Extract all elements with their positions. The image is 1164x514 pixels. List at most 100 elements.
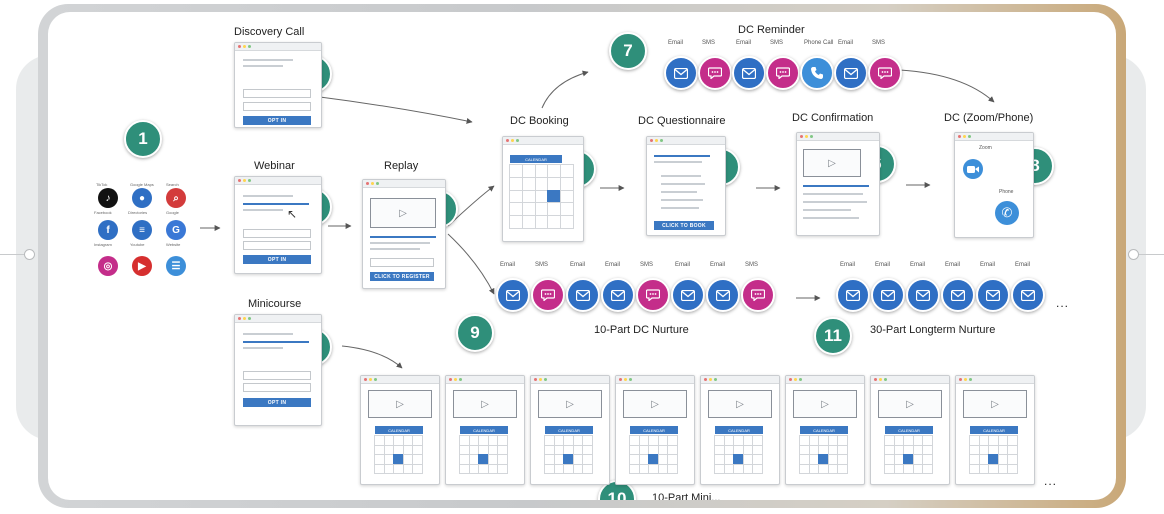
phone-icon[interactable]: ✆ <box>995 201 1019 225</box>
arrow-replay-nurture <box>447 233 495 295</box>
lesson-calendar-grid[interactable] <box>884 435 933 474</box>
traffic-sources-grid: TikTok ♪ Google Maps ● Search ⌕ Facebook… <box>94 182 194 280</box>
reminder-step-label: Email <box>838 40 854 46</box>
source-label-google-maps: Google Maps <box>130 182 154 187</box>
email-icon <box>732 56 766 90</box>
webinar-title: Webinar <box>254 160 295 172</box>
lesson-calendar-header: CALENDAR <box>800 426 848 434</box>
nurture-step-label: Email <box>605 262 621 268</box>
lesson-calendar-header: CALENDAR <box>545 426 593 434</box>
dc-zoom-phone-title: DC (Zoom/Phone) <box>944 112 1034 124</box>
replay-video-play-icon[interactable]: ▷ <box>370 198 436 228</box>
badge-7: 7 <box>609 32 647 70</box>
longterm-step-label: Email <box>980 262 996 268</box>
lesson-play-icon[interactable]: ▷ <box>368 390 432 418</box>
booking-calendar-grid[interactable] <box>509 164 574 229</box>
dc-reminder-title: DC Reminder <box>738 24 805 36</box>
minicourse-lesson-page[interactable]: ▷ CALENDAR <box>955 375 1035 485</box>
discovery-opt-in-button[interactable]: OPT IN <box>243 116 311 125</box>
nurture-step-label: Email <box>675 262 691 268</box>
zoom-label: Zoom <box>979 145 992 151</box>
youtube-icon: ▶ <box>132 256 152 276</box>
screen: 1 2 3 4 5 6 7 8 9 10 11 12 13 TikTok ♪ G… <box>48 12 1116 500</box>
email-icon <box>976 278 1010 312</box>
replay-register-button[interactable]: CLICK TO REGISTER <box>370 272 434 281</box>
sms-icon <box>868 56 902 90</box>
nurture-step-label: SMS <box>745 262 759 268</box>
phone-icon <box>800 56 834 90</box>
replay-page: ▷ CLICK TO REGISTER <box>362 179 446 289</box>
sms-icon <box>698 56 732 90</box>
minicourse-lesson-page[interactable]: ▷ CALENDAR <box>700 375 780 485</box>
lesson-calendar-grid[interactable] <box>374 435 423 474</box>
reminder-step-label: Email <box>668 40 684 46</box>
email-icon <box>671 278 705 312</box>
facebook-icon: f <box>98 220 118 240</box>
reminder-step-label: Email <box>736 40 752 46</box>
nurture-step-label: SMS <box>535 262 549 268</box>
webinar-opt-in-button[interactable]: OPT IN <box>243 255 311 264</box>
lesson-calendar-grid[interactable] <box>714 435 763 474</box>
phone-label: Phone <box>999 189 1014 195</box>
email-icon <box>496 278 530 312</box>
email-icon <box>601 278 635 312</box>
lesson-play-icon[interactable]: ▷ <box>538 390 602 418</box>
webinar-page: OPT IN ↖ <box>234 176 322 274</box>
lesson-play-icon[interactable]: ▷ <box>963 390 1027 418</box>
lesson-play-icon[interactable]: ▷ <box>623 390 687 418</box>
longterm-step-label: Email <box>875 262 891 268</box>
lesson-calendar-grid[interactable] <box>544 435 593 474</box>
lesson-calendar-header: CALENDAR <box>970 426 1018 434</box>
email-icon <box>664 56 698 90</box>
longterm-step-label: Email <box>945 262 961 268</box>
minicourse-lesson-page[interactable]: ▷ CALENDAR <box>445 375 525 485</box>
email-icon <box>871 278 905 312</box>
minicourse-lesson-page[interactable]: ▷ CALENDAR <box>530 375 610 485</box>
sms-icon <box>636 278 670 312</box>
nurture-step-label: SMS <box>640 262 654 268</box>
nurture-step-label: Email <box>500 262 516 268</box>
email-icon <box>1011 278 1045 312</box>
longterm-step-label: Email <box>1015 262 1031 268</box>
arrow-minicourse-pages <box>341 345 403 369</box>
questionnaire-book-button[interactable]: CLICK TO BOOK <box>654 221 714 230</box>
flow-arrows <box>200 69 995 369</box>
lesson-play-icon[interactable]: ▷ <box>793 390 857 418</box>
lesson-calendar-header: CALENDAR <box>460 426 508 434</box>
source-label-instagram: Instagram <box>94 242 112 247</box>
minicourse-lesson-page[interactable]: ▷CALENDAR <box>870 375 950 485</box>
longterm-step-label: Email <box>840 262 856 268</box>
source-label-youtube: Youtube <box>130 242 145 247</box>
lesson-calendar-grid[interactable] <box>969 435 1018 474</box>
video-camera-icon[interactable] <box>963 159 983 179</box>
sms-icon <box>531 278 565 312</box>
nurture-step-label: Email <box>570 262 586 268</box>
lesson-play-icon[interactable]: ▷ <box>708 390 772 418</box>
arrow-booking-reminder <box>541 70 589 109</box>
lesson-calendar-header: CALENDAR <box>630 426 678 434</box>
minicourse-lesson-page[interactable]: ▷ CALENDAR <box>615 375 695 485</box>
lesson-calendar-header: CALENDAR <box>715 426 763 434</box>
badge-9: 9 <box>456 314 494 352</box>
dc-zoom-phone-page: Zoom Phone ✆ <box>954 132 1034 238</box>
reminder-step-label: SMS <box>872 40 886 46</box>
lesson-calendar-grid[interactable] <box>459 435 508 474</box>
replay-title: Replay <box>384 160 419 172</box>
minicourse-lesson-page[interactable]: ▷CALENDAR <box>360 375 440 485</box>
confirmation-video-play-icon[interactable]: ▷ <box>803 149 861 177</box>
dc-booking-title: DC Booking <box>510 115 569 127</box>
arrow-discovery-booking <box>319 96 473 124</box>
lesson-calendar-grid[interactable] <box>799 435 848 474</box>
google-icon: G <box>166 220 186 240</box>
minicourse-lesson-page[interactable]: ▷ CALENDAR <box>785 375 865 485</box>
source-label-google: Google <box>166 210 179 215</box>
discovery-call-page: OPT IN <box>234 42 322 128</box>
lesson-play-icon[interactable]: ▷ <box>878 390 942 418</box>
minicourse-opt-in-button[interactable]: OPT IN <box>243 398 311 407</box>
lesson-calendar-grid[interactable] <box>629 435 678 474</box>
directory-icon: ≡ <box>132 220 152 240</box>
lesson-play-icon[interactable]: ▷ <box>453 390 517 418</box>
source-label-website: Website <box>166 242 181 247</box>
email-icon <box>906 278 940 312</box>
